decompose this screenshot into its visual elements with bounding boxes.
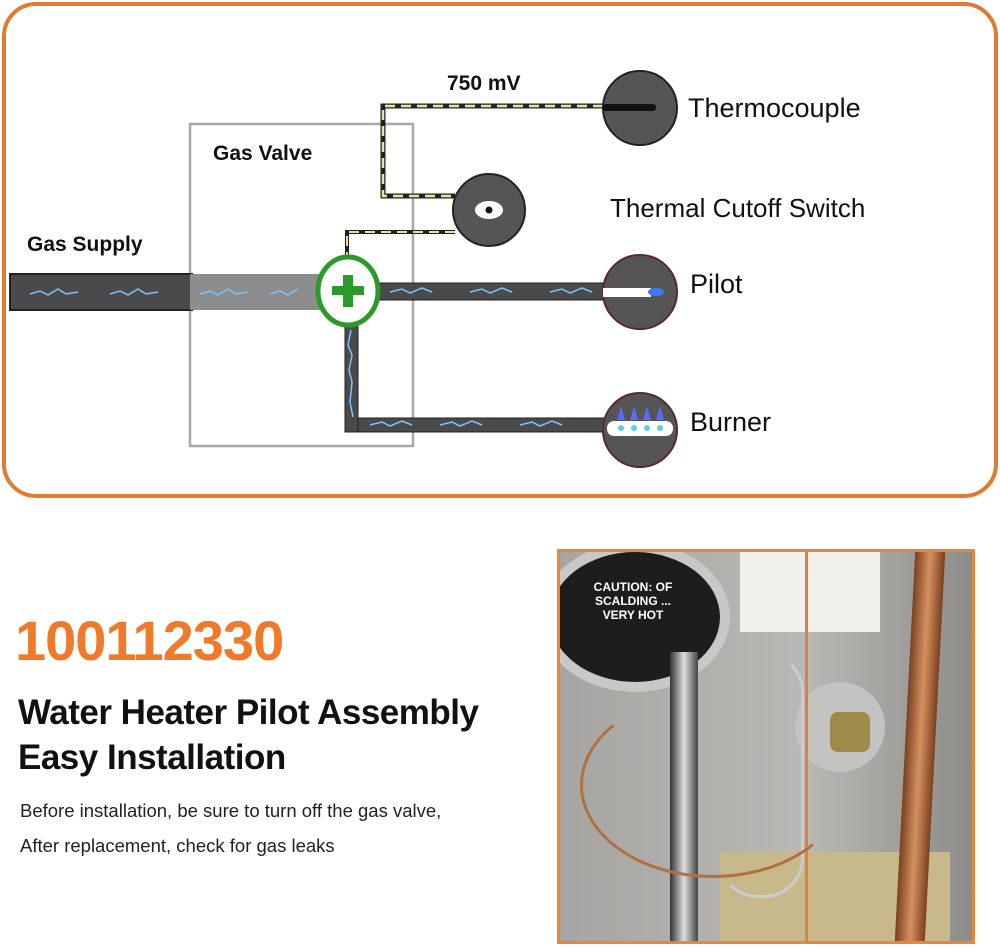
gas-flow-sparks bbox=[29, 287, 593, 427]
thermocouple-icon bbox=[602, 70, 678, 146]
thermal-cutoff-label: Thermal Cutoff Switch bbox=[610, 193, 865, 223]
dial-caution-text: CAUTION: OF SCALDING ... VERY HOT bbox=[593, 580, 673, 622]
pilot-label: Pilot bbox=[690, 269, 743, 299]
installation-photo: CAUTION: OF SCALDING ... VERY HOT bbox=[557, 549, 975, 944]
installation-note-2: After replacement, check for gas leaks bbox=[20, 835, 335, 856]
product-title: Water Heater Pilot Assembly bbox=[18, 693, 479, 732]
warning-label bbox=[740, 552, 880, 632]
burner-label: Burner bbox=[690, 407, 771, 437]
pilot-icon bbox=[602, 254, 678, 330]
gas-valve-label: Gas Valve bbox=[213, 142, 312, 165]
gas-valve-icon bbox=[315, 254, 381, 328]
thermal-cutoff-icon bbox=[452, 173, 526, 247]
product-subtitle: Easy Installation bbox=[18, 738, 286, 777]
gas-flow-diagram: 750 mV Gas Valve Gas Supply Thermocouple… bbox=[2, 2, 998, 498]
brass-fitting bbox=[830, 712, 870, 752]
gas-supply-label: Gas Supply bbox=[27, 233, 143, 256]
thermocouple-tube bbox=[580, 692, 846, 878]
thermocouple-label: Thermocouple bbox=[688, 93, 861, 123]
voltage-label: 750 mV bbox=[447, 72, 521, 95]
diagram-frame bbox=[2, 2, 998, 498]
part-number: 100112330 bbox=[15, 609, 284, 672]
installation-note-1: Before installation, be sure to turn off… bbox=[20, 800, 442, 821]
thermostat-dial bbox=[560, 552, 730, 692]
cutoff-wire bbox=[345, 230, 455, 262]
thermocouple-wire bbox=[380, 103, 603, 199]
burner-icon bbox=[602, 392, 678, 468]
